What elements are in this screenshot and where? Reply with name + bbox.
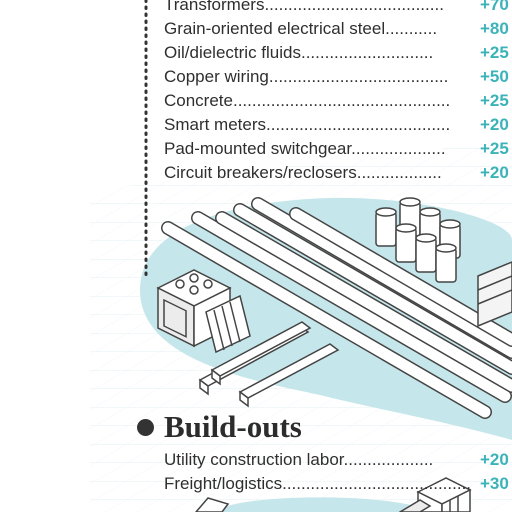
- capacitors: [375, 197, 461, 283]
- item-value: +80: [480, 19, 509, 38]
- list-item: Smart meters............................…: [164, 113, 512, 137]
- pipes: [161, 197, 512, 419]
- item-label: Smart meters............................…: [164, 115, 451, 134]
- list-item: Transformers............................…: [164, 0, 512, 17]
- list-item: Freight/logistics.......................…: [164, 472, 512, 496]
- stacked-crates: [477, 261, 512, 328]
- item-value: +30: [480, 474, 509, 493]
- item-label: Utility construction labor..............…: [164, 450, 434, 469]
- lumber: [198, 321, 340, 408]
- item-value: +20: [480, 115, 509, 134]
- list-item: Utility construction labor..............…: [164, 448, 512, 472]
- item-label: Circuit breakers/reclosers..............…: [164, 163, 442, 182]
- item-label: Transformers............................…: [164, 0, 444, 14]
- section-title: Build-outs: [164, 409, 302, 444]
- item-value: +70: [480, 0, 509, 14]
- section-bullet: [137, 419, 154, 436]
- item-label: Freight/logistics.......................…: [164, 474, 470, 493]
- item-label: Concrete................................…: [164, 91, 451, 110]
- item-value: +20: [480, 450, 509, 469]
- list-item: Concrete................................…: [164, 89, 512, 113]
- item-value: +25: [480, 91, 509, 110]
- item-value: +20: [480, 163, 509, 182]
- bottom-left-object: [195, 497, 230, 512]
- list-item: Pad-mounted switchgear..................…: [164, 137, 512, 161]
- item-value: +25: [480, 43, 509, 62]
- list-item: Circuit breakers/reclosers..............…: [164, 161, 512, 185]
- list-item: Grain-oriented electrical steel.........…: [164, 17, 512, 41]
- list-item: Copper wiring...........................…: [164, 65, 512, 89]
- teal-blob-bottom: [210, 497, 430, 512]
- item-label: Grain-oriented electrical steel.........…: [164, 19, 438, 38]
- bottom-crate: [398, 477, 472, 512]
- item-label: Oil/dielectric fluids...................…: [164, 43, 434, 62]
- item-label: Copper wiring...........................…: [164, 67, 449, 86]
- item-value: +50: [480, 67, 509, 86]
- leaning-panel: [205, 294, 251, 354]
- item-label: Pad-mounted switchgear..................…: [164, 139, 446, 158]
- item-value: +25: [480, 139, 509, 158]
- list-item: Oil/dielectric fluids...................…: [164, 41, 512, 65]
